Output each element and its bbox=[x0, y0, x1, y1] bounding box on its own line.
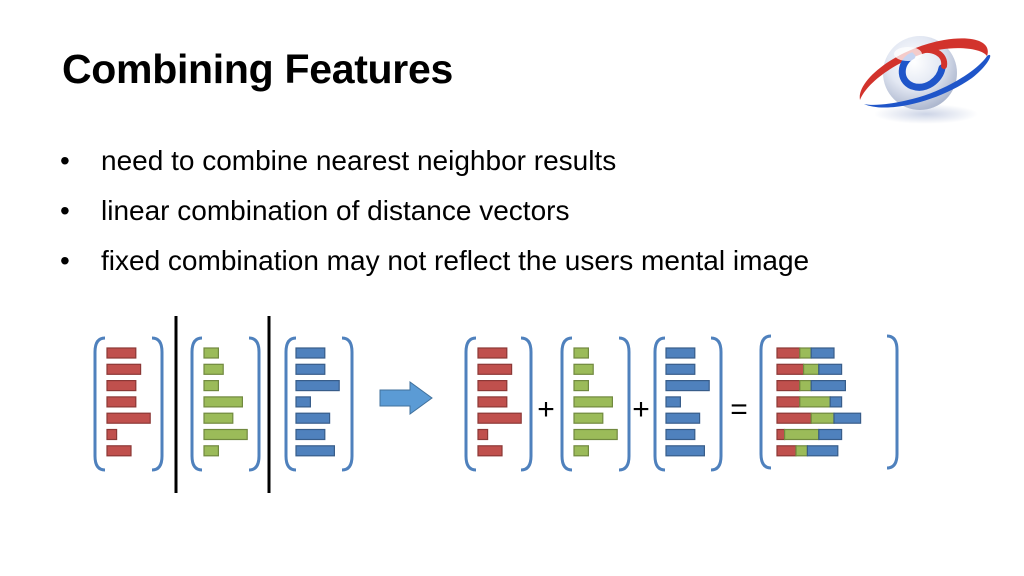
green-bar bbox=[203, 396, 244, 408]
combined-blue-segment bbox=[810, 347, 835, 359]
red-bar bbox=[477, 363, 513, 375]
combined-red-segment bbox=[776, 347, 801, 359]
combined-green-segment bbox=[799, 347, 812, 359]
combined-blue-segment bbox=[810, 380, 847, 392]
blue-bar bbox=[295, 412, 331, 424]
red-bar bbox=[477, 396, 508, 408]
vector-bracket bbox=[190, 336, 261, 472]
green-bar bbox=[573, 396, 614, 408]
blue-distance-vector bbox=[653, 336, 723, 472]
green-distance-vector bbox=[190, 336, 261, 472]
combined-blue-segment bbox=[829, 396, 843, 408]
blue-bar bbox=[665, 445, 706, 457]
blue-bar bbox=[295, 380, 340, 392]
green-bar bbox=[573, 412, 604, 424]
plus-operator: + bbox=[632, 393, 650, 426]
blue-bar bbox=[295, 396, 311, 408]
plus-operator: + bbox=[537, 393, 555, 426]
right-arrow-icon bbox=[379, 381, 433, 415]
red-bar bbox=[477, 428, 489, 441]
equals-operator: = bbox=[730, 393, 748, 426]
red-distance-vector bbox=[464, 336, 533, 472]
bullet-list: need to combine nearest neighbor results… bbox=[60, 140, 809, 290]
blue-bar bbox=[295, 445, 336, 457]
combined-red-segment bbox=[776, 445, 797, 457]
combined-green-segment bbox=[810, 412, 835, 424]
green-bar bbox=[203, 363, 224, 375]
green-bar bbox=[573, 445, 589, 457]
red-distance-vector bbox=[93, 336, 164, 472]
blue-bar bbox=[295, 428, 326, 441]
combined-red-segment bbox=[776, 396, 801, 408]
combined-blue-segment bbox=[818, 363, 843, 375]
red-bar bbox=[477, 445, 503, 457]
green-distance-vector bbox=[560, 336, 631, 472]
combined-blue-segment bbox=[833, 412, 862, 424]
green-bar bbox=[573, 380, 589, 392]
vector-bracket bbox=[464, 336, 533, 472]
combined-green-segment bbox=[799, 380, 812, 392]
red-bar bbox=[106, 412, 151, 424]
combined-red-segment bbox=[776, 363, 805, 375]
vector-bracket bbox=[560, 336, 631, 472]
bullet-item: fixed combination may not reflect the us… bbox=[60, 240, 809, 290]
combined-green-segment bbox=[799, 396, 831, 408]
red-bar bbox=[477, 347, 508, 359]
vector-bracket bbox=[653, 336, 723, 472]
blue-distance-vector bbox=[284, 336, 354, 472]
vector-bracket bbox=[93, 336, 164, 472]
red-bar bbox=[106, 428, 118, 441]
combined-red-segment bbox=[776, 380, 801, 392]
blue-bar bbox=[295, 363, 326, 375]
combined-red-segment bbox=[776, 428, 786, 441]
blue-bar bbox=[665, 396, 681, 408]
combined-green-segment bbox=[783, 428, 820, 441]
bullet-item: need to combine nearest neighbor results bbox=[60, 140, 809, 190]
red-bar bbox=[106, 445, 132, 457]
green-bar bbox=[203, 412, 234, 424]
red-bar bbox=[106, 396, 137, 408]
combined-blue-segment bbox=[806, 445, 839, 457]
green-bar bbox=[203, 428, 248, 441]
combined-red-segment bbox=[776, 412, 812, 424]
blue-bar bbox=[665, 347, 696, 359]
combined-green-segment bbox=[795, 445, 808, 457]
red-bar bbox=[106, 347, 137, 359]
green-bar bbox=[203, 445, 219, 457]
combined-distance-vector bbox=[759, 334, 899, 470]
red-bar bbox=[106, 380, 137, 392]
blue-bar bbox=[295, 347, 326, 359]
bullet-item: linear combination of distance vectors bbox=[60, 190, 809, 240]
green-bar bbox=[573, 428, 618, 441]
slide-title: Combining Features bbox=[62, 46, 453, 92]
red-bar bbox=[106, 363, 142, 375]
blue-bar bbox=[665, 363, 696, 375]
blue-bar bbox=[665, 412, 701, 424]
vector-bracket bbox=[759, 334, 899, 470]
blue-bar bbox=[665, 428, 696, 441]
blue-bar bbox=[665, 380, 710, 392]
red-bar bbox=[477, 412, 522, 424]
combined-green-segment bbox=[802, 363, 820, 375]
red-bar bbox=[477, 380, 508, 392]
combined-blue-segment bbox=[818, 428, 843, 441]
ring-globe-logo-icon bbox=[859, 36, 991, 124]
green-bar bbox=[573, 347, 589, 359]
vector-bracket bbox=[284, 336, 354, 472]
green-bar bbox=[203, 347, 219, 359]
green-bar bbox=[203, 380, 219, 392]
green-bar bbox=[573, 363, 594, 375]
